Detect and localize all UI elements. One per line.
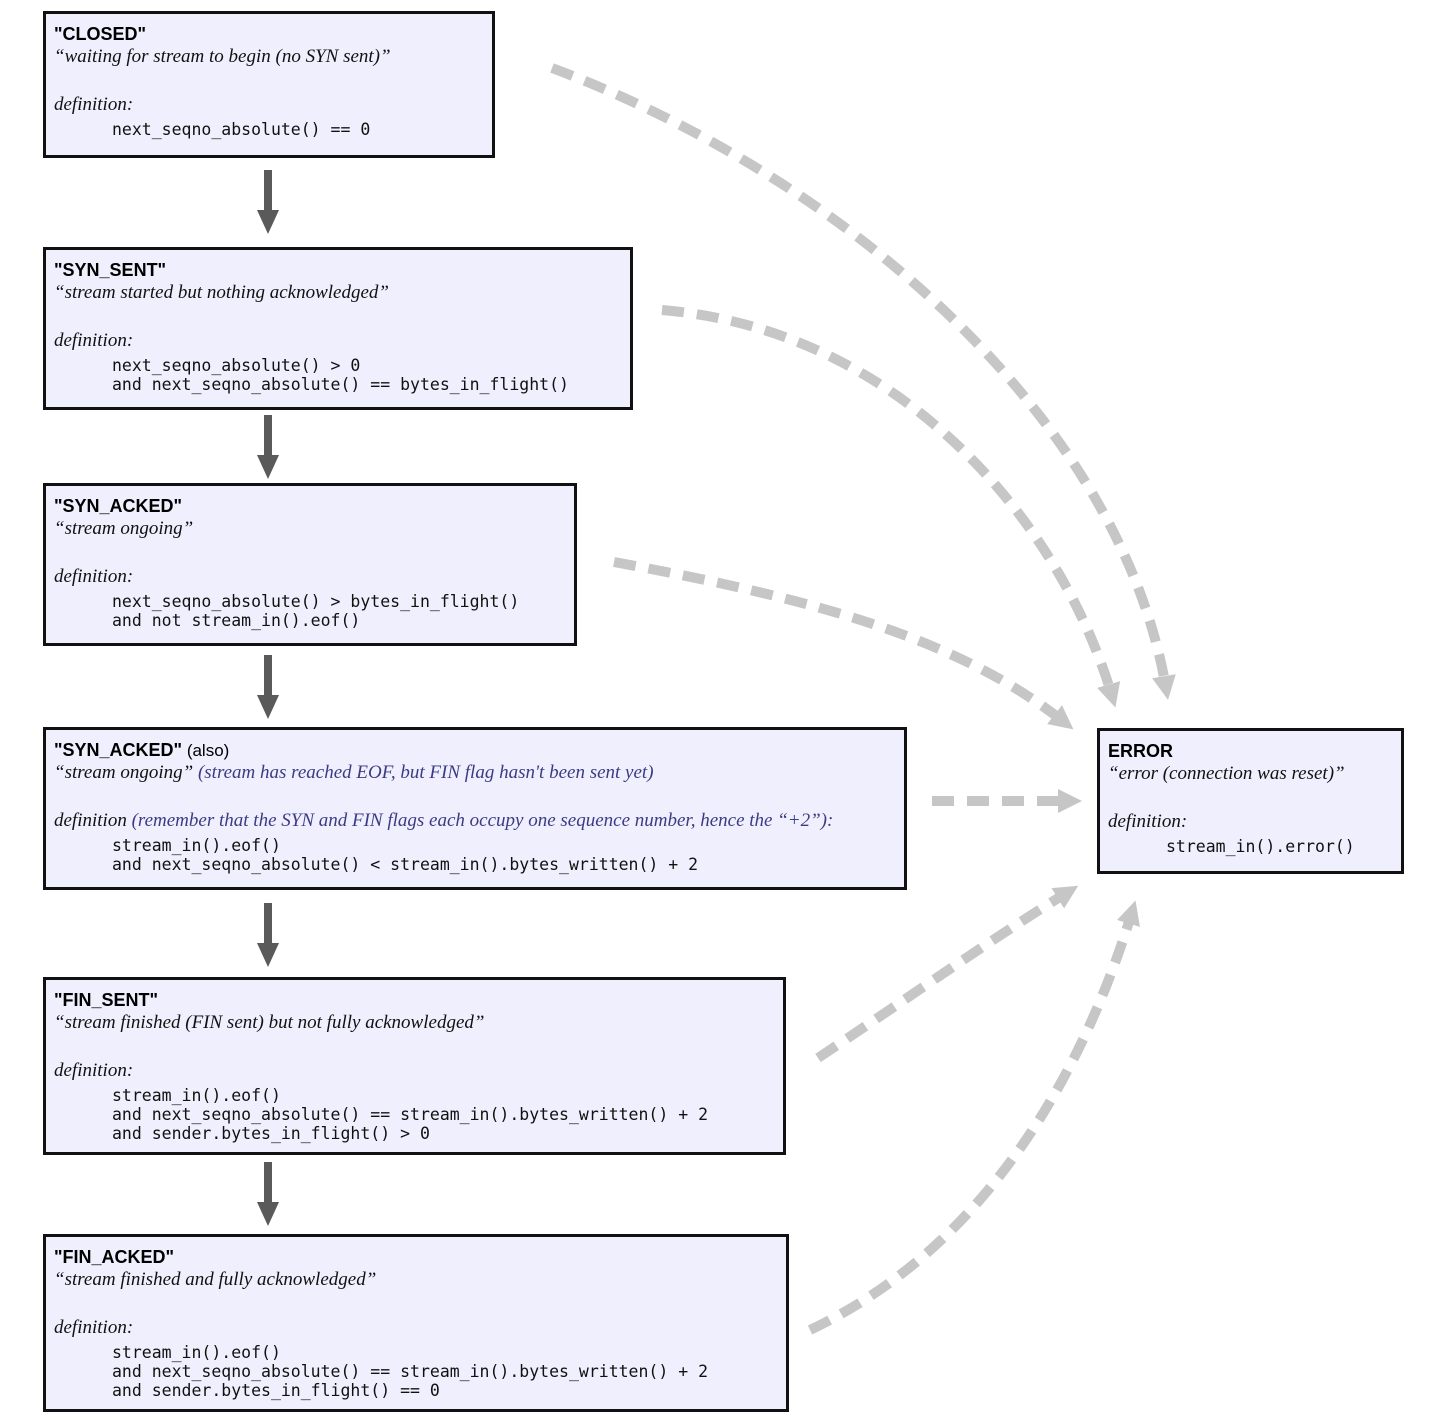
state-box-error: ERROR “error (connection was reset)” def… — [1097, 728, 1404, 874]
state-name: "FIN_ACKED" — [54, 1247, 175, 1267]
definition-label: definition: — [54, 94, 134, 115]
state-description: “waiting for stream to begin (no SYN sen… — [54, 46, 391, 67]
definition-code-line: stream_in().eof() — [112, 836, 281, 855]
definition-label: definition: — [1108, 811, 1188, 832]
state-box-syn-sent: "SYN_SENT" “stream started but nothing a… — [43, 247, 633, 410]
state-name: "SYN_ACKED" — [54, 496, 183, 516]
definition-code-line: next_seqno_absolute() == 0 — [112, 120, 371, 139]
definition-code-line: and next_seqno_absolute() == stream_in()… — [112, 1105, 709, 1124]
definition-code-line: and sender.bytes_in_flight() == 0 — [112, 1381, 440, 1400]
definition-code-line: and next_seqno_absolute() == bytes_in_fl… — [112, 375, 569, 394]
definition-code-line: and next_seqno_absolute() == stream_in()… — [112, 1362, 709, 1381]
definition-label: definition: — [54, 566, 134, 587]
state-box-closed: "CLOSED" “waiting for stream to begin (n… — [43, 11, 495, 158]
arrow-closed-to-error — [550, 63, 1176, 700]
state-box-syn-acked-also: "SYN_ACKED" (also) “stream ongoing” (str… — [43, 727, 907, 890]
definition-code-line: stream_in().eof() — [112, 1343, 281, 1362]
definition-label: definition (remember that the SYN and FI… — [54, 810, 834, 831]
definition-code-line: and sender.bytes_in_flight() > 0 — [112, 1124, 430, 1143]
state-name: "SYN_SENT" — [54, 260, 167, 280]
state-description: “stream ongoing” (stream has reached EOF… — [54, 762, 654, 783]
definition-code-line: and next_seqno_absolute() < stream_in().… — [112, 855, 699, 874]
definition-label: definition: — [54, 330, 134, 351]
state-description: “stream started but nothing acknowledged… — [54, 282, 389, 303]
arrow-syn-acked-to-error — [613, 557, 1074, 730]
state-description: “stream ongoing” — [54, 518, 194, 539]
state-box-syn-acked: "SYN_ACKED" “stream ongoing” definition:… — [43, 483, 577, 646]
state-description: “stream finished (FIN sent) but not full… — [54, 1012, 485, 1033]
definition-label: definition: — [54, 1060, 134, 1081]
arrow-fin-sent-to-error — [815, 885, 1079, 1063]
state-box-fin-sent: "FIN_SENT" “stream finished (FIN sent) b… — [43, 977, 786, 1155]
state-description: “error (connection was reset)” — [1108, 763, 1345, 784]
definition-code-line: and not stream_in().eof() — [112, 611, 361, 630]
definition-code-line: next_seqno_absolute() > 0 — [112, 356, 361, 375]
state-name: "SYN_ACKED" (also) — [54, 740, 230, 760]
definition-code-line: next_seqno_absolute() > bytes_in_flight(… — [112, 592, 520, 611]
state-box-fin-acked: "FIN_ACKED" “stream finished and fully a… — [43, 1234, 789, 1412]
arrow-syn-sent-to-error — [661, 305, 1121, 708]
state-description: “stream finished and fully acknowledged” — [54, 1269, 377, 1290]
state-name: "CLOSED" — [54, 24, 147, 44]
definition-code-line: stream_in().error() — [1166, 837, 1355, 856]
definition-label: definition: — [54, 1317, 134, 1338]
state-name: "FIN_SENT" — [54, 990, 159, 1010]
state-name: ERROR — [1108, 741, 1174, 761]
arrow-fin-acked-to-error — [807, 900, 1140, 1335]
definition-code-line: stream_in().eof() — [112, 1086, 281, 1105]
